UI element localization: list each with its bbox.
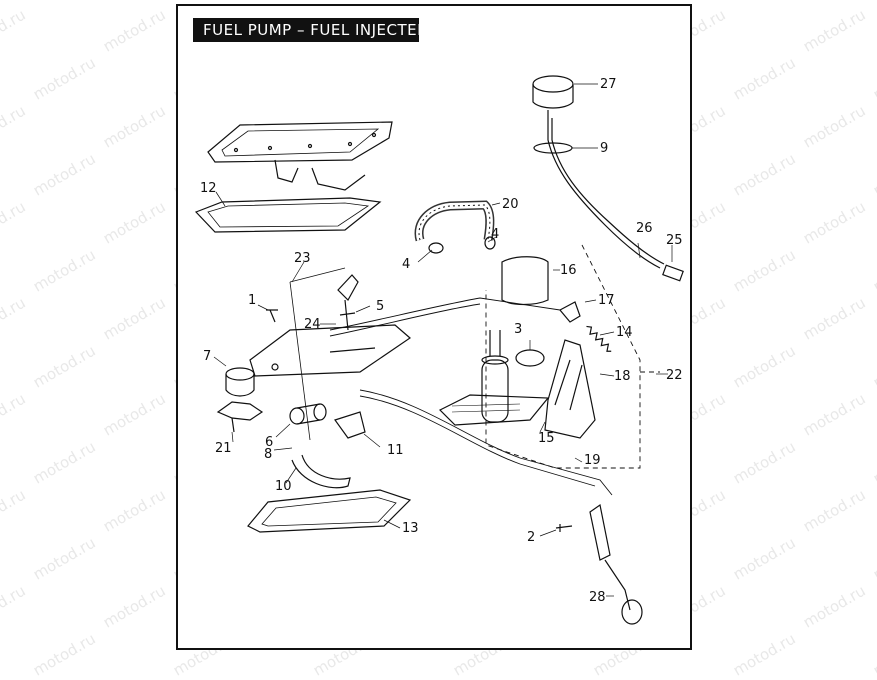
fuel-filter-23 — [337, 274, 359, 331]
bracket-11 — [334, 411, 366, 439]
callout-label: 21 — [215, 441, 232, 456]
gasket-12 — [194, 197, 382, 233]
assembly-boundary-22 — [485, 244, 660, 469]
fuel-lines — [329, 297, 613, 496]
pressure-regulator-7 — [225, 367, 255, 397]
diagram-frame — [176, 4, 692, 650]
callout-label: 12 — [200, 181, 217, 196]
clip-18 — [559, 301, 581, 323]
filter-sock-16 — [501, 256, 549, 306]
callout-label: 23 — [294, 251, 311, 266]
callout-label: 26 — [636, 221, 653, 236]
callout-label: 15 — [538, 431, 555, 446]
exploded-parts-diagram: 1234456789101112131415161718192021222324… — [194, 75, 684, 625]
level-sender-28 — [589, 503, 643, 625]
clamp-10 — [291, 454, 351, 489]
callout-label: 9 — [600, 141, 608, 156]
callout-label: 27 — [600, 77, 617, 92]
callout-label: 16 — [560, 263, 577, 278]
callout-label: 18 — [614, 369, 631, 384]
strainer-plate — [438, 394, 550, 426]
callout-label: 8 — [264, 447, 272, 462]
callout-label: 11 — [387, 443, 404, 458]
wire-harness-26 — [547, 118, 665, 269]
gasket-13 — [247, 489, 412, 533]
sensor-cap-27 — [532, 75, 574, 118]
callout-label: 3 — [514, 322, 522, 337]
filter-boundary-23 — [289, 267, 346, 441]
callout-label: 5 — [376, 299, 384, 314]
mounting-plate-24 — [249, 324, 411, 377]
leader-lines — [213, 83, 673, 597]
callout-label: 7 — [203, 349, 211, 364]
callout-label: 19 — [584, 453, 601, 468]
callout-label: 22 — [666, 368, 683, 383]
valve-21 — [216, 401, 264, 433]
check-valve-6 — [289, 403, 327, 425]
callout-label: 10 — [275, 479, 292, 494]
hose-clamp-4-left — [428, 242, 444, 254]
hose-clamp-4-right — [484, 236, 496, 250]
spring-14 — [586, 325, 612, 352]
callout-label: 14 — [616, 325, 633, 340]
callout-labels: 1234456789101112131415161718192021222324… — [200, 77, 683, 605]
callout-label: 1 — [248, 293, 256, 308]
pump-bracket-17 — [544, 339, 596, 439]
callout-label: 25 — [666, 233, 683, 248]
callout-label: 20 — [502, 197, 519, 212]
callout-label: 17 — [598, 293, 615, 308]
callout-label: 4 — [491, 227, 499, 242]
top-flange-plate — [207, 121, 393, 191]
callout-label: 13 — [402, 521, 419, 536]
gasket-3 — [515, 349, 545, 367]
callout-label: 6 — [265, 435, 273, 450]
screw-1 — [266, 309, 278, 323]
callout-label: 4 — [402, 257, 410, 272]
screw-2 — [555, 524, 573, 532]
hose-20 — [414, 200, 495, 242]
callout-label: 24 — [304, 317, 321, 332]
callout-label: 2 — [527, 530, 535, 545]
callout-label: 28 — [589, 590, 606, 605]
connector-25 — [662, 264, 684, 282]
page-title: FUEL PUMP – FUEL INJECTED — [193, 18, 429, 42]
